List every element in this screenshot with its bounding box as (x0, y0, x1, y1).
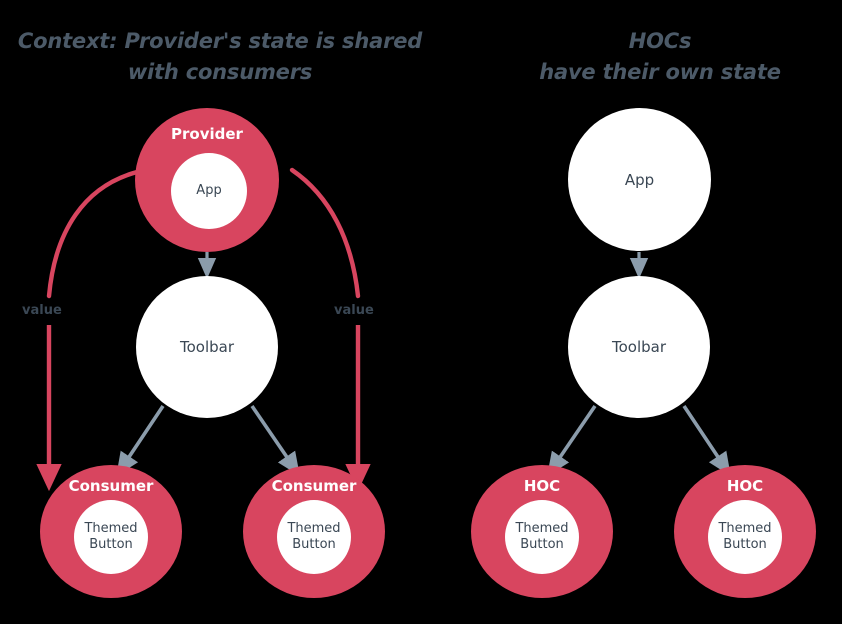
node-app-right-label: App (624, 170, 655, 189)
node-hoc-2[interactable]: HOC Themed Button (674, 465, 816, 598)
node-hoc-1[interactable]: HOC Themed Button (471, 465, 613, 598)
right-title-line-2: have their own state (539, 60, 781, 84)
node-consumer-1-label: Consumer (68, 477, 154, 495)
themed-button-4-line-1: Themed (718, 521, 772, 536)
node-toolbar-left[interactable]: Toolbar (136, 276, 278, 418)
node-consumer-2-label: Consumer (271, 477, 357, 495)
node-themed-button-4[interactable]: Themed Button (708, 500, 782, 574)
node-app-right[interactable]: App (568, 108, 711, 251)
node-themed-button-2[interactable]: Themed Button (277, 500, 351, 574)
left-diagram-title: Context: Provider's state is shared with… (10, 26, 430, 88)
edge-toolbar-to-consumer-2 (250, 404, 300, 477)
themed-button-3-line-2: Button (520, 537, 564, 552)
themed-button-1-line-2: Button (89, 537, 133, 552)
node-toolbar-right[interactable]: Toolbar (568, 276, 710, 418)
themed-button-4-line-2: Button (723, 537, 767, 552)
themed-button-2-line-2: Button (292, 537, 336, 552)
edge-toolbar-to-hoc-1 (547, 404, 597, 477)
themed-button-2-line-1: Themed (287, 521, 341, 536)
node-provider[interactable]: Provider App (135, 108, 279, 252)
node-provider-label: Provider (171, 125, 243, 143)
themed-button-1-line-1: Themed (84, 521, 138, 536)
right-title-line-1: HOCs (628, 29, 692, 53)
edge-provider-value-left (36, 169, 140, 492)
node-themed-button-1[interactable]: Themed Button (74, 500, 148, 574)
edge-provider-value-right (289, 167, 371, 492)
node-app-left[interactable]: App (171, 153, 247, 229)
edge-label-value-right: value (334, 303, 374, 318)
edge-toolbar-to-hoc-2 (682, 405, 731, 477)
node-toolbar-left-label: Toolbar (179, 338, 235, 356)
left-title-line-2: with consumers (127, 60, 313, 84)
node-toolbar-right-label: Toolbar (611, 338, 667, 356)
left-title-line-1: Context: Provider's state is shared (17, 29, 423, 53)
node-consumer-2[interactable]: Consumer Themed Button (243, 465, 385, 598)
node-consumer-1[interactable]: Consumer Themed Button (40, 465, 182, 598)
right-diagram-title: HOCs have their own state (480, 26, 840, 88)
node-hoc-2-label: HOC (726, 477, 764, 495)
node-hoc-1-label: HOC (523, 477, 561, 495)
node-app-left-label: App (196, 183, 222, 198)
themed-button-3-line-1: Themed (515, 521, 569, 536)
edge-toolbar-to-consumer-1 (116, 405, 165, 477)
node-themed-button-3[interactable]: Themed Button (505, 500, 579, 574)
edge-label-value-left: value (22, 303, 62, 318)
